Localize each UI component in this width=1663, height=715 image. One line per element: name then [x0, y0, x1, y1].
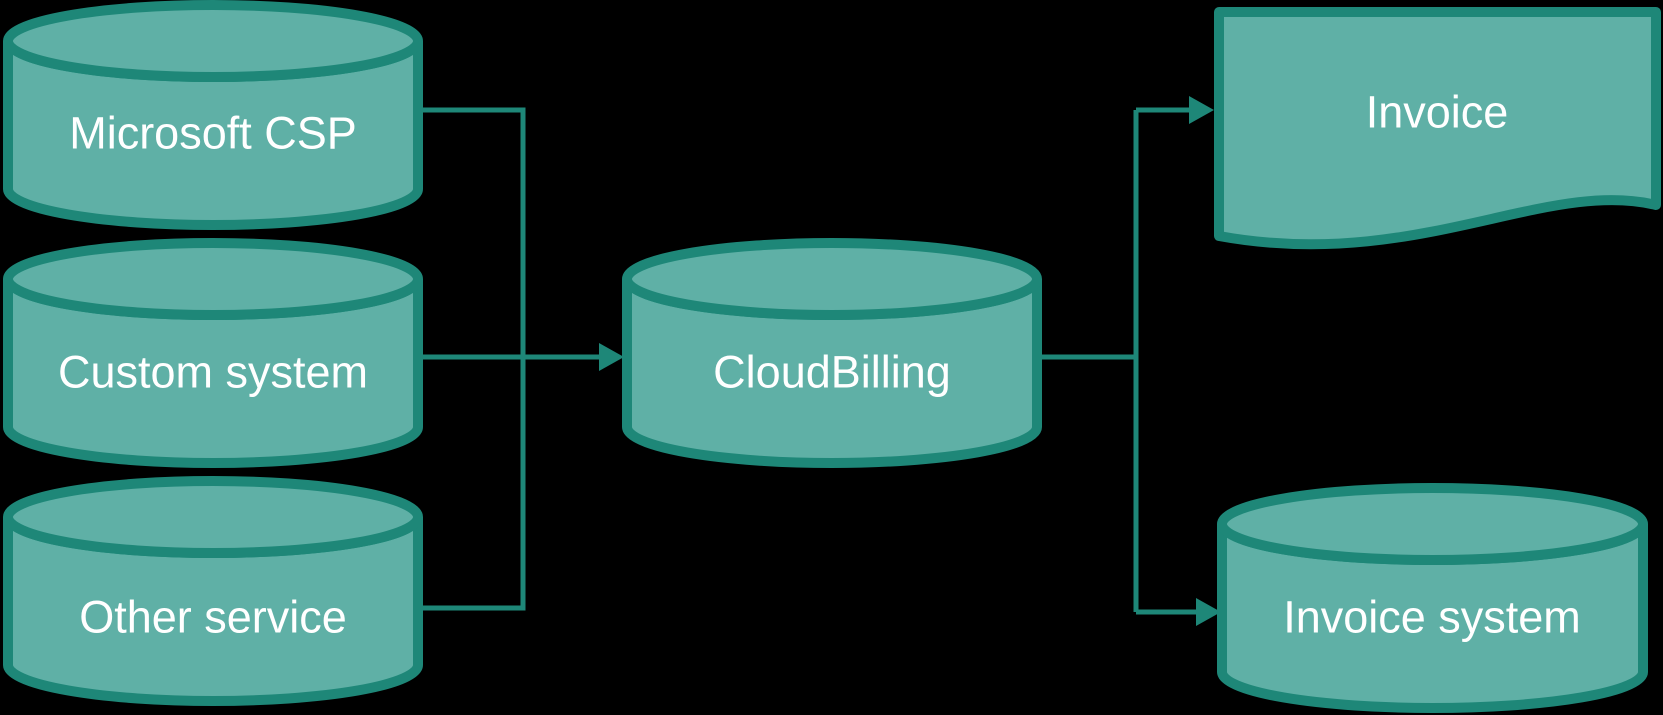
arrow-head-cloudbilling-icon — [599, 343, 624, 371]
node-cloudbilling: CloudBilling — [622, 238, 1042, 468]
microsoft-csp-label: Microsoft CSP — [69, 108, 357, 159]
node-invoice-system: Invoice system — [1217, 483, 1648, 713]
microsoft-csp-cylinder-top — [3, 0, 423, 82]
other-service-cylinder-top — [3, 476, 423, 558]
invoice-system-label: Invoice system — [1283, 592, 1581, 643]
custom-system-label: Custom system — [58, 347, 368, 398]
other-service-label: Other service — [79, 592, 347, 643]
node-invoice: Invoice — [1214, 7, 1661, 250]
cloudbilling-cylinder-top — [622, 238, 1042, 320]
arrow-head-invoice-system-icon — [1196, 598, 1221, 626]
node-custom-system: Custom system — [3, 238, 423, 468]
cloudbilling-label: CloudBilling — [713, 347, 951, 398]
arrow-head-invoice-icon — [1189, 96, 1214, 124]
node-other-service: Other service — [3, 476, 423, 706]
invoice-document-shape — [1214, 7, 1661, 250]
custom-system-cylinder-top — [3, 238, 423, 320]
connectors — [418, 96, 1221, 626]
invoice-label: Invoice — [1366, 87, 1509, 138]
node-microsoft-csp: Microsoft CSP — [3, 0, 423, 230]
invoice-system-cylinder-top — [1217, 483, 1648, 565]
